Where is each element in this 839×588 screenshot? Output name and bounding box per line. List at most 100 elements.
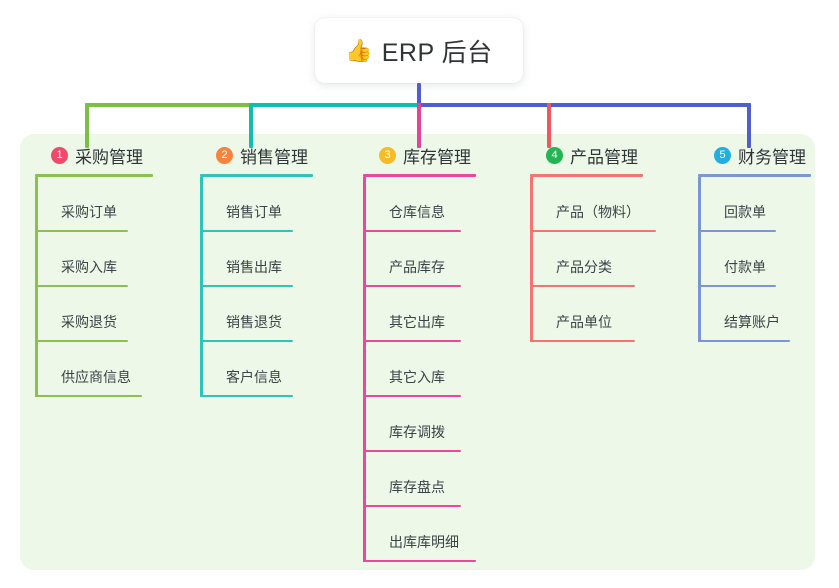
list-item[interactable]: 其它入库 <box>363 342 476 397</box>
column-title-product: 产品管理 <box>570 147 638 167</box>
leaf-label: 回款单 <box>724 204 766 220</box>
spine-sales <box>200 177 203 397</box>
header-rule-inventory <box>363 174 476 177</box>
root-node[interactable]: 👍 ERP 后台 <box>315 18 523 83</box>
leaf-rule <box>363 505 461 507</box>
list-item[interactable]: 付款单 <box>698 232 811 287</box>
spine-product <box>530 177 533 342</box>
leaf-rule <box>363 450 461 452</box>
column-header-finance[interactable]: 5 财务管理 <box>698 140 811 170</box>
connector-bar-teal <box>249 103 421 107</box>
leaf-rule <box>530 285 635 287</box>
header-rule-product <box>530 174 643 177</box>
column-sales: 2 销售管理 销售订单 销售出库 销售退货 客户信息 <box>200 140 313 397</box>
leaf-rule <box>363 230 461 232</box>
leaf-rule <box>698 230 776 232</box>
stub-inventory <box>417 103 421 148</box>
leaf-label: 付款单 <box>724 259 766 275</box>
leaf-label: 其它出库 <box>389 314 445 330</box>
leaf-label: 销售退货 <box>226 314 282 330</box>
leaf-label: 采购入库 <box>61 259 117 275</box>
list-item[interactable]: 产品库存 <box>363 232 476 287</box>
connector-bar-green <box>85 103 252 107</box>
leaf-list-finance: 回款单 付款单 结算账户 <box>698 177 811 342</box>
list-item[interactable]: 库存调拨 <box>363 397 476 452</box>
leaf-rule <box>363 340 461 342</box>
stub-finance <box>747 103 751 148</box>
list-item[interactable]: 销售出库 <box>200 232 313 287</box>
leaf-label: 产品单位 <box>556 314 612 330</box>
leaf-rule <box>200 395 293 397</box>
leaf-label: 销售出库 <box>226 259 282 275</box>
column-product: 4 产品管理 产品（物料） 产品分类 产品单位 <box>530 140 656 342</box>
list-item[interactable]: 供应商信息 <box>35 342 153 397</box>
leaf-label: 出库库明细 <box>389 534 459 550</box>
leaf-rule <box>200 230 293 232</box>
connector-bar-blue <box>417 103 751 107</box>
leaf-rule <box>35 230 128 232</box>
leaf-label: 其它入库 <box>389 369 445 385</box>
leaf-label: 产品库存 <box>389 259 445 275</box>
spine-inventory <box>363 177 366 562</box>
column-header-inventory[interactable]: 3 库存管理 <box>363 140 476 170</box>
leaf-label: 仓库信息 <box>389 204 445 220</box>
leaf-label: 库存调拨 <box>389 424 445 440</box>
leaf-label: 采购订单 <box>61 204 117 220</box>
leaf-list-sales: 销售订单 销售出库 销售退货 客户信息 <box>200 177 313 397</box>
leaf-rule <box>200 340 293 342</box>
thumbs-up-icon: 👍 <box>345 37 373 63</box>
leaf-list-product: 产品（物料） 产品分类 产品单位 <box>530 177 656 342</box>
stub-product <box>547 103 551 148</box>
list-item[interactable]: 采购订单 <box>35 177 153 232</box>
list-item[interactable]: 产品分类 <box>530 232 643 287</box>
stub-purchase <box>85 103 89 148</box>
column-header-product[interactable]: 4 产品管理 <box>530 140 643 170</box>
root-node-label: ERP 后台 <box>381 38 493 67</box>
badge-number-5: 5 <box>714 146 731 164</box>
list-item[interactable]: 产品（物料） <box>530 177 656 232</box>
leaf-list-purchase: 采购订单 采购入库 采购退货 供应商信息 <box>35 177 153 397</box>
list-item[interactable]: 采购退货 <box>35 287 153 342</box>
column-title-purchase: 采购管理 <box>75 147 143 167</box>
leaf-rule <box>35 285 128 287</box>
list-item[interactable]: 客户信息 <box>200 342 313 397</box>
stub-sales <box>249 103 253 148</box>
list-item[interactable]: 产品单位 <box>530 287 643 342</box>
leaf-rule <box>698 340 790 342</box>
column-purchase: 1 采购管理 采购订单 采购入库 采购退货 供应商信息 <box>35 140 153 397</box>
column-header-purchase[interactable]: 1 采购管理 <box>35 140 153 170</box>
leaf-label: 客户信息 <box>226 369 282 385</box>
leaf-label: 结算账户 <box>724 314 780 330</box>
list-item[interactable]: 采购入库 <box>35 232 153 287</box>
list-item[interactable]: 销售退货 <box>200 287 313 342</box>
header-rule-purchase <box>35 174 153 177</box>
list-item[interactable]: 仓库信息 <box>363 177 476 232</box>
column-finance: 5 财务管理 回款单 付款单 结算账户 <box>698 140 811 342</box>
leaf-label: 采购退货 <box>61 314 117 330</box>
column-inventory: 3 库存管理 仓库信息 产品库存 其它出库 其它入库 库存调拨 <box>363 140 476 562</box>
leaf-rule <box>35 340 128 342</box>
list-item[interactable]: 回款单 <box>698 177 811 232</box>
list-item[interactable]: 结算账户 <box>698 287 811 342</box>
spine-finance <box>698 177 701 342</box>
leaf-list-inventory: 仓库信息 产品库存 其它出库 其它入库 库存调拨 库存盘点 <box>363 177 476 562</box>
leaf-label: 销售订单 <box>226 204 282 220</box>
header-rule-finance <box>698 174 811 177</box>
list-item[interactable]: 出库库明细 <box>363 507 476 562</box>
list-item[interactable]: 其它出库 <box>363 287 476 342</box>
root-drop-line <box>417 83 421 105</box>
list-item[interactable]: 销售订单 <box>200 177 313 232</box>
list-item[interactable]: 库存盘点 <box>363 452 476 507</box>
diagram-panel <box>20 134 815 570</box>
badge-number-4: 4 <box>546 146 563 164</box>
column-header-sales[interactable]: 2 销售管理 <box>200 140 313 170</box>
leaf-rule <box>200 285 293 287</box>
leaf-label: 库存盘点 <box>389 479 445 495</box>
leaf-label: 供应商信息 <box>61 369 131 385</box>
leaf-rule <box>530 340 635 342</box>
leaf-rule <box>530 230 656 232</box>
spine-purchase <box>35 177 38 397</box>
column-title-inventory: 库存管理 <box>403 147 471 167</box>
leaf-rule <box>698 285 776 287</box>
leaf-rule <box>363 285 461 287</box>
